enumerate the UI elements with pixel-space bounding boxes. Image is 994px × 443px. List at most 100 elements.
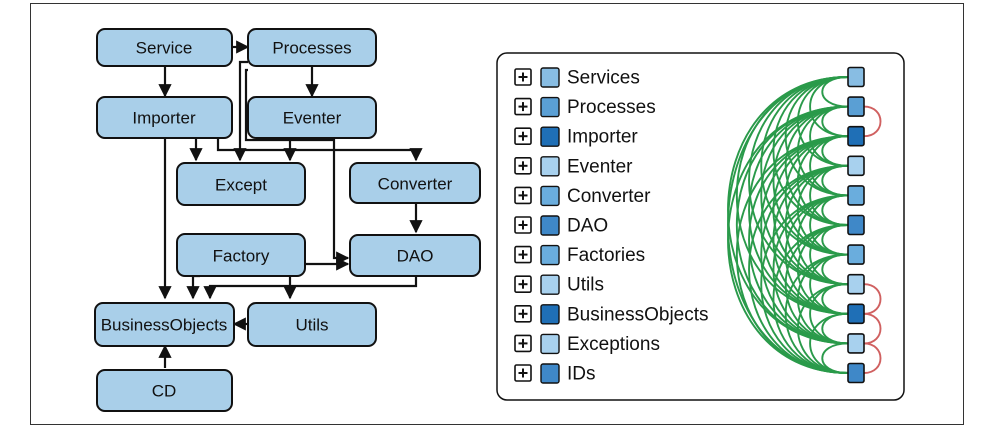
expand-plus-icon[interactable] — [514, 304, 532, 323]
module-color-swatch — [540, 274, 560, 295]
node-dao-label: DAO — [397, 247, 434, 266]
node-converter-label: Converter — [378, 175, 453, 194]
node-processes: Processes — [247, 28, 377, 67]
dependency-row[interactable]: Processes — [514, 96, 656, 118]
expand-plus-icon[interactable] — [514, 68, 532, 86]
expand-plus-icon[interactable] — [514, 275, 532, 294]
node-cd-label: CD — [152, 382, 177, 401]
cycle-arc — [863, 105, 882, 138]
module-color-swatch — [540, 363, 560, 384]
module-dependency-graph: Service Processes Importer Eventer Excep… — [94, 28, 481, 412]
dependency-arc — [760, 164, 849, 345]
dependency-arc — [748, 135, 849, 345]
node-factory-label: Factory — [213, 247, 270, 266]
module-color-swatch — [540, 304, 560, 325]
node-processes-label: Processes — [272, 39, 351, 58]
dependency-row-label: Services — [567, 68, 640, 89]
expand-plus-icon[interactable] — [514, 216, 532, 234]
dependency-row[interactable]: Importer — [514, 126, 638, 148]
edge-processes-except — [233, 60, 248, 162]
dependency-row-label: Processes — [567, 97, 656, 118]
node-businessobjects: BusinessObjects — [94, 302, 235, 347]
dependency-arc — [735, 105, 849, 345]
dependency-arc — [735, 135, 849, 374]
module-color-swatch — [540, 126, 560, 147]
expand-plus-icon[interactable] — [514, 157, 532, 175]
dependency-row[interactable]: Eventer — [514, 156, 633, 177]
dependency-row-label: BusinessObjects — [567, 304, 709, 325]
dependency-row-label: Converter — [567, 186, 651, 207]
dependency-arc — [821, 342, 849, 374]
node-businessobjects-label: BusinessObjects — [101, 316, 228, 335]
dependency-arc — [760, 76, 849, 256]
node-utils-label: Utils — [295, 316, 328, 335]
module-column-box[interactable] — [847, 96, 865, 117]
dependency-arc — [748, 164, 849, 374]
node-cd: CD — [96, 369, 233, 412]
dependency-row[interactable]: BusinessObjects — [514, 304, 709, 325]
cycle-arc — [863, 342, 882, 374]
dependency-row[interactable]: Converter — [514, 185, 651, 207]
module-color-swatch — [540, 67, 560, 88]
node-service-label: Service — [136, 39, 193, 58]
dependency-row-label: DAO — [567, 216, 608, 237]
module-column-box[interactable] — [847, 333, 865, 354]
dependency-arc — [760, 105, 849, 286]
module-color-swatch — [540, 96, 560, 118]
node-eventer-label: Eventer — [283, 109, 342, 128]
module-color-swatch — [540, 333, 560, 355]
dependency-arc — [748, 105, 849, 315]
expand-plus-icon[interactable] — [514, 186, 532, 205]
node-importer: Importer — [96, 96, 233, 139]
dependency-row-label: Factories — [567, 245, 645, 266]
graph-edges — [158, 40, 423, 368]
module-column-box[interactable] — [847, 125, 865, 147]
node-factory: Factory — [176, 233, 306, 277]
node-dao: DAO — [349, 234, 481, 277]
expand-plus-icon[interactable] — [514, 245, 532, 264]
node-service: Service — [96, 28, 233, 67]
node-except: Except — [176, 162, 306, 206]
dependency-row[interactable]: Utils — [514, 274, 604, 296]
dependency-structure-panel: ServicesProcessesImporterEventerConverte… — [496, 52, 905, 401]
dependency-row-label: Eventer — [567, 156, 633, 177]
node-except-label: Except — [215, 176, 267, 195]
module-color-swatch — [540, 185, 560, 207]
module-column-box[interactable] — [847, 303, 865, 325]
expand-plus-icon[interactable] — [514, 364, 532, 382]
dependency-row[interactable]: Services — [514, 67, 640, 89]
module-column-box[interactable] — [847, 185, 865, 206]
dependency-row[interactable]: Exceptions — [514, 333, 660, 355]
module-color-swatch — [540, 156, 560, 177]
dependency-row[interactable]: DAO — [514, 215, 608, 237]
dependency-arc — [760, 194, 849, 374]
cycle-arc — [863, 283, 882, 315]
edge-dao-businessobjects — [203, 276, 418, 300]
dependency-row[interactable]: Factories — [514, 244, 645, 266]
node-converter: Converter — [349, 162, 481, 204]
dependency-arc — [760, 135, 849, 315]
cycle-arc — [863, 312, 882, 345]
node-importer-label: Importer — [132, 109, 196, 128]
node-eventer: Eventer — [247, 96, 377, 139]
module-column-box[interactable] — [847, 244, 865, 265]
dependency-row-label: IDs — [567, 364, 596, 385]
expand-plus-icon[interactable] — [514, 127, 532, 145]
dependency-row-label: Importer — [567, 127, 638, 148]
module-column-box[interactable] — [847, 273, 865, 295]
module-color-swatch — [540, 244, 560, 266]
dependency-row-label: Exceptions — [567, 334, 660, 355]
module-column-box[interactable] — [847, 362, 865, 384]
module-color-swatch — [540, 215, 560, 236]
module-column-box[interactable] — [847, 66, 865, 88]
expand-plus-icon[interactable] — [514, 334, 532, 353]
node-utils: Utils — [247, 302, 377, 347]
expand-plus-icon[interactable] — [514, 97, 532, 116]
module-column-box[interactable] — [847, 214, 865, 236]
edge-importer-converter — [216, 138, 423, 162]
edge-factory-businessobjects-1 — [186, 274, 200, 300]
module-column-box[interactable] — [847, 155, 865, 177]
dependency-row-label: Utils — [567, 275, 604, 296]
dependency-row[interactable]: IDs — [514, 363, 596, 385]
